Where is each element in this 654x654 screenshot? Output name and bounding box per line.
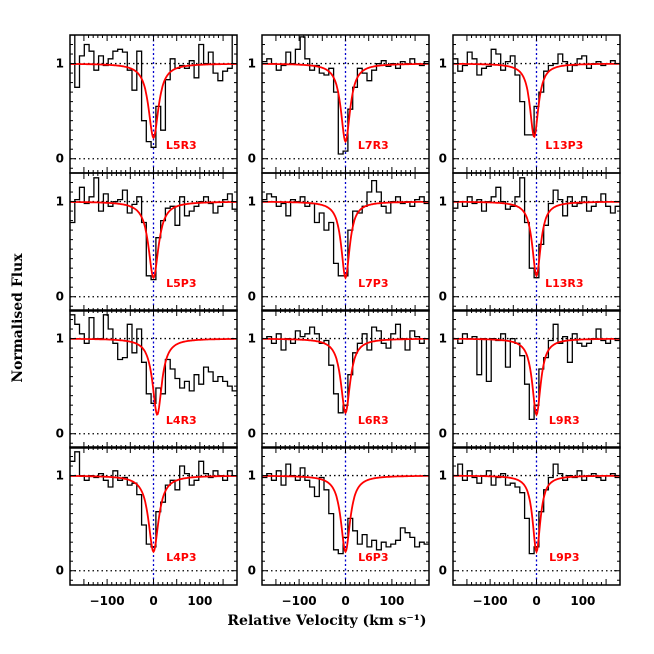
panel-label: L9R3	[549, 414, 580, 427]
y-tick-label: 0	[439, 427, 447, 441]
y-tick-label: 1	[56, 469, 64, 483]
panel-label: L4R3	[166, 414, 197, 427]
y-tick-label: 0	[439, 564, 447, 578]
model-profile	[70, 338, 237, 416]
model-profile	[70, 63, 237, 140]
y-tick-label: 0	[248, 427, 256, 441]
panel-l9p3: 0 1 −100 0 100 L9P3	[439, 446, 621, 608]
panel-label: L5R3	[166, 139, 197, 152]
flux-spectrum	[453, 463, 620, 555]
y-tick-label: 0	[56, 290, 64, 304]
model-profile	[262, 475, 429, 554]
flux-spectrum	[70, 177, 237, 281]
x-tick-label: 0	[149, 594, 157, 608]
y-tick-label: 0	[56, 564, 64, 578]
model-profile	[262, 200, 429, 280]
y-tick-label: 0	[439, 152, 447, 166]
y-tick-label: 0	[248, 152, 256, 166]
model-profile	[70, 475, 237, 554]
panels-grid: 01L5R301L7R301L13P301L5P301L7P301L13R301…	[56, 34, 621, 608]
x-tick-label: 100	[187, 594, 212, 608]
panel-l6p3: 0 1 −100 0 100 L6P3	[248, 446, 430, 608]
y-tick-label: 1	[439, 469, 447, 483]
flux-spectrum	[453, 323, 620, 421]
y-tick-label: 1	[56, 332, 64, 346]
y-tick-label: 1	[248, 332, 256, 346]
y-tick-label: 0	[439, 290, 447, 304]
y-tick-label: 1	[56, 195, 64, 209]
model-profile	[453, 200, 620, 278]
model-profile	[453, 337, 620, 417]
panel-label: L13R3	[545, 277, 583, 290]
y-tick-label: 1	[439, 195, 447, 209]
flux-spectrum	[262, 463, 429, 555]
y-tick-label: 1	[56, 57, 64, 71]
y-tick-label: 1	[439, 332, 447, 346]
y-tick-label: 0	[248, 564, 256, 578]
x-tick-label: −100	[90, 594, 125, 608]
model-profile	[70, 201, 237, 280]
panel-label: L7R3	[358, 139, 389, 152]
panel-label: L7P3	[358, 277, 388, 290]
x-tick-label: 100	[570, 594, 595, 608]
panel-label: L9P3	[549, 551, 579, 564]
x-tick-label: 100	[379, 594, 404, 608]
x-tick-label: 0	[532, 594, 540, 608]
x-tick-label: −100	[473, 594, 508, 608]
x-tick-label: −100	[282, 594, 317, 608]
y-tick-label: 0	[56, 152, 64, 166]
model-profile	[262, 63, 429, 144]
panel-label: L6R3	[358, 414, 389, 427]
y-tick-label: 1	[248, 195, 256, 209]
panel-label: L4P3	[166, 551, 196, 564]
panel-l4p3: 0 1 −100 0 100 L4P3	[56, 446, 238, 608]
y-tick-label: 1	[439, 57, 447, 71]
panel-label: L13P3	[545, 139, 583, 152]
y-tick-label: 1	[248, 469, 256, 483]
y-tick-label: 1	[248, 57, 256, 71]
panel-label: L5P3	[166, 277, 196, 290]
flux-spectrum	[70, 35, 237, 148]
panel-label: L6P3	[358, 551, 388, 564]
model-profile	[262, 338, 429, 415]
x-axis-title: Relative Velocity (km s⁻¹)	[227, 613, 426, 629]
x-tick-label: 0	[341, 594, 349, 608]
model-profile	[453, 62, 620, 139]
flux-spectrum	[262, 323, 429, 414]
y-axis-title: Normalised Flux	[10, 253, 26, 383]
flux-spectrum	[262, 179, 429, 277]
model-profile	[453, 474, 620, 555]
y-tick-label: 0	[248, 290, 256, 304]
y-tick-label: 0	[56, 427, 64, 441]
flux-spectrum	[70, 451, 237, 548]
